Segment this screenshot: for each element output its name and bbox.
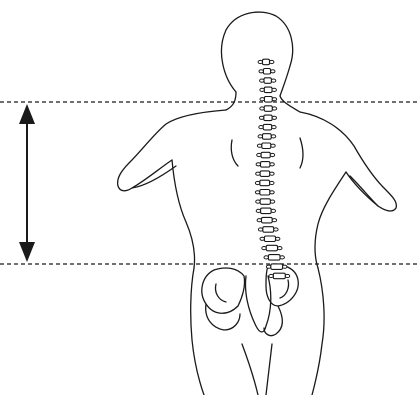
vertebra-process [257,219,261,222]
vertebra-process [266,265,270,268]
vertebra [261,152,270,158]
left-arm-inner [132,166,176,188]
vertebra [273,273,285,279]
vertebra [271,264,283,270]
vertebra-process [260,237,264,240]
pelvis-left-inner [215,284,226,302]
vertebra-process [255,191,259,194]
vertebra-process [264,256,268,259]
vertebra [261,162,270,168]
vertebra-process [271,144,275,147]
vertebra-process [270,163,274,166]
lower-body-right [312,268,324,395]
vertebra-process [278,247,282,250]
vertebra-process [260,107,264,110]
vertebra [263,69,270,75]
vertebra [263,227,274,233]
vertebra-process [256,209,260,212]
vertebra [262,217,273,223]
vertebra-process [260,98,264,101]
vertebra-process [271,70,275,73]
vertebra-process [256,163,260,166]
vertebra [260,199,270,205]
vertebra [266,245,277,251]
vertebra-process [255,181,259,184]
head-outline [221,12,292,96]
vertebra-process [272,116,276,119]
vertebra-process [272,88,276,91]
vertebra-process [283,265,287,268]
crotch-line-right [266,344,272,395]
vertebra [260,190,270,196]
vertebra-process [272,219,276,222]
vertebra [263,124,272,129]
pelvis-left-wing [202,268,245,313]
vertebra-process [272,98,276,101]
vertebra-process [258,228,262,231]
right-hip-joint [264,306,282,336]
vertebra-process [259,126,263,129]
vertebra-process [258,135,262,138]
left-arm-outline [118,110,226,191]
vertebra-process [270,191,274,194]
vertebra-process [271,209,275,212]
vertebra [264,87,272,93]
right-scapula [300,138,303,168]
vertebra [264,236,275,242]
sacrum [245,276,270,332]
left-scapula [231,140,238,166]
vertebra-process [259,116,263,119]
vertebra-process [256,172,260,175]
pelvis-right-inner [280,280,289,298]
vertebra-process [259,70,263,73]
vertebra-process [285,274,289,277]
vertebra-process [272,107,276,110]
vertebra-process [274,228,278,231]
vertebra-process [256,200,260,203]
vertebra-process [257,153,261,156]
left-hip-joint [206,304,240,330]
vertebra-process [270,200,274,203]
torso-left-side [172,160,195,268]
vertebra-process [269,274,273,277]
vertebra-process [270,181,274,184]
vertebra [260,180,270,186]
vertebra-process [270,60,274,63]
vertebra-process [257,144,261,147]
vertebra [268,255,280,261]
vertebra [264,78,271,84]
vertebra [260,171,270,177]
vertebra [261,208,272,214]
vertebra-process [260,79,264,82]
vertebra-process [272,126,276,129]
vertebra-process [271,135,275,138]
double-headed-arrow-icon [19,104,35,262]
vertebra [264,115,272,121]
vertebra-process [258,60,262,63]
vertebra [264,106,272,112]
vertebra [262,143,271,149]
vertebra-process [270,153,274,156]
vertebra [263,134,272,140]
torso-right-side [315,172,346,268]
vertebra-process [276,237,280,240]
vertebra [264,97,272,103]
vertebra-process [260,88,264,91]
vertebra-process [270,172,274,175]
right-neck-line [280,96,300,112]
right-arm-outline [300,112,396,211]
vertebra [263,59,270,64]
right-arm-inner [350,176,378,206]
left-neck-line [226,92,236,110]
vertebra-process [262,247,266,250]
vertebra-process [271,79,275,82]
vertebra-process [280,256,284,259]
crotch-line [242,344,258,395]
spine [255,59,289,279]
